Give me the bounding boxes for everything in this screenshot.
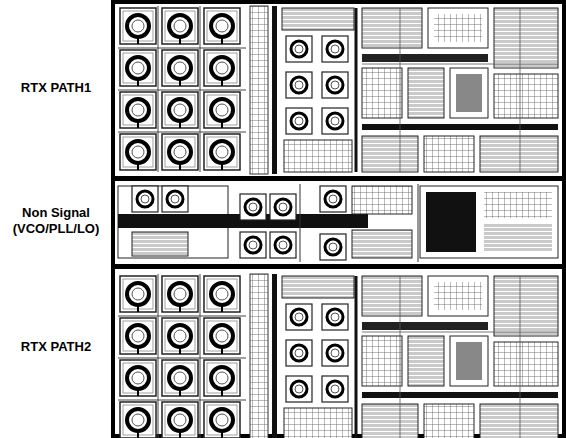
region-label: RTX PATH2 — [2, 339, 110, 355]
region-label: RTX PATH1 — [2, 80, 110, 96]
region-label: Non Signal (VCO/PLL/LO) — [2, 205, 110, 237]
